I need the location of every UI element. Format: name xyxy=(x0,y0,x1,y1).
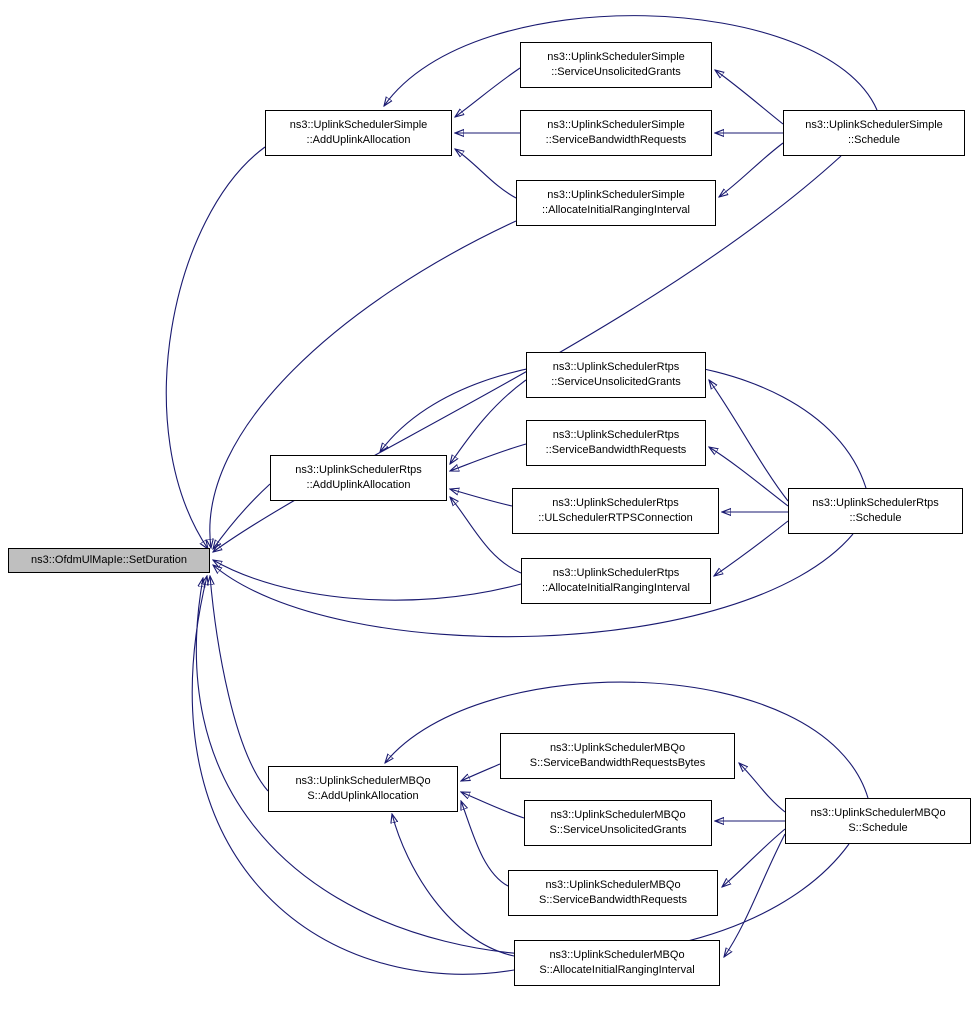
edge-rtps-sched-to-rtps-sug xyxy=(709,380,789,502)
edge-mbqos-add-to-setduration xyxy=(210,576,269,792)
edge-mbqos-sched-to-mbqos-airi xyxy=(724,833,786,957)
node-label: ::AllocateInitialRangingInterval xyxy=(542,204,690,216)
node-label: S::ServiceUnsolicitedGrants xyxy=(549,824,687,836)
node-rtps-schedule[interactable]: ns3::UplinkSchedulerRtps ::Schedule xyxy=(788,488,963,534)
node-label: ::Schedule xyxy=(848,134,900,146)
node-mbqos-allocateinitialranginginterval[interactable]: ns3::UplinkSchedulerMBQo S::AllocateInit… xyxy=(514,940,720,986)
edge-mbqos-sbr-to-mbqos-add xyxy=(461,801,509,887)
edge-simple-sug-to-simple-add xyxy=(455,67,521,117)
node-label: ns3::UplinkSchedulerSimple xyxy=(547,119,685,131)
node-label: S::AllocateInitialRangingInterval xyxy=(539,964,695,976)
node-label: ::Schedule xyxy=(849,512,902,524)
edge-rtps-ulconn-to-rtps-add xyxy=(450,489,513,507)
node-simple-schedule[interactable]: ns3::UplinkSchedulerSimple ::Schedule xyxy=(783,110,965,156)
node-label: S::AddUplinkAllocation xyxy=(307,790,419,802)
node-label: ns3::UplinkSchedulerRtps xyxy=(552,361,680,373)
edge-mbqos-sched-to-setduration xyxy=(195,578,850,957)
edge-rtps-add-to-setduration xyxy=(213,483,271,549)
edge-rtps-sched-to-rtps-sbr xyxy=(709,447,789,507)
node-label: ns3::UplinkSchedulerRtps xyxy=(812,497,939,509)
edge-rtps-sug-to-rtps-add xyxy=(450,379,527,464)
node-label: ::AllocateInitialRangingInterval xyxy=(542,582,690,594)
node-rtps-allocateinitialranginginterval[interactable]: ns3::UplinkSchedulerRtps ::AllocateIniti… xyxy=(521,558,711,604)
edge-simple-add-to-setduration xyxy=(165,146,266,549)
edge-mbqos-sched-to-mbqos-sbrb xyxy=(739,763,786,813)
node-label: ns3::UplinkSchedulerRtps xyxy=(552,429,680,441)
edge-simple-sched-to-simple-add xyxy=(384,15,878,111)
node-label: ns3::UplinkSchedulerMBQo xyxy=(549,949,685,961)
edge-simple-airi-to-setduration xyxy=(210,220,517,548)
edge-mbqos-sched-to-mbqos-add xyxy=(385,681,869,799)
node-label: ns3::UplinkSchedulerMBQo xyxy=(810,807,946,819)
node-mbqos-servicebandwidthrequests[interactable]: ns3::UplinkSchedulerMBQo S::ServiceBandw… xyxy=(508,870,718,916)
edge-simple-sched-to-simple-sug xyxy=(715,70,784,125)
node-label: ns3::UplinkSchedulerSimple xyxy=(547,51,685,63)
node-label: ::ServiceBandwidthRequests xyxy=(545,444,687,456)
node-label: ns3::UplinkSchedulerSimple xyxy=(805,119,943,131)
node-mbqos-adduplinkallocation[interactable]: ns3::UplinkSchedulerMBQo S::AddUplinkAll… xyxy=(268,766,458,812)
edge-simple-airi-to-simple-add xyxy=(455,149,517,199)
edge-rtps-sched-to-setduration xyxy=(213,533,854,638)
node-simple-servicebandwidthrequests[interactable]: ns3::UplinkSchedulerSimple ::ServiceBand… xyxy=(520,110,712,156)
edge-simple-sched-to-simple-airi xyxy=(719,142,784,197)
node-label: S::ServiceBandwidthRequests xyxy=(539,894,687,906)
node-label: ns3::UplinkSchedulerMBQo xyxy=(550,809,686,821)
node-mbqos-serviceunsolicitedgrants[interactable]: ns3::UplinkSchedulerMBQo S::ServiceUnsol… xyxy=(524,800,712,846)
node-label: ::ULSchedulerRTPSConnection xyxy=(538,512,693,524)
node-simple-allocateinitialranginginterval[interactable]: ns3::UplinkSchedulerSimple ::AllocateIni… xyxy=(516,180,716,226)
edge-rtps-sched-to-rtps-airi xyxy=(714,520,789,576)
node-label: ns3::UplinkSchedulerSimple xyxy=(289,119,428,131)
node-label: ::ServiceUnsolicitedGrants xyxy=(551,376,681,388)
node-label: ns3::UplinkSchedulerRtps xyxy=(552,497,679,509)
node-label: ::ServiceBandwidthRequests xyxy=(545,134,687,146)
node-label: ns3::UplinkSchedulerMBQo xyxy=(545,879,681,891)
node-label: ns3::UplinkSchedulerSimple xyxy=(547,189,685,201)
edge-mbqos-sched-to-mbqos-sbr xyxy=(722,828,786,887)
node-label: ns3::UplinkSchedulerMBQo xyxy=(549,742,686,754)
node-mbqos-servicebandwidthrequestsbytes[interactable]: ns3::UplinkSchedulerMBQo S::ServiceBandw… xyxy=(500,733,735,779)
edge-rtps-airi-to-rtps-add xyxy=(450,497,522,574)
node-label: S::ServiceBandwidthRequestsBytes xyxy=(529,757,706,769)
node-label: ns3::UplinkSchedulerMBQo xyxy=(295,775,431,787)
node-label: ns3::UplinkSchedulerRtps xyxy=(552,567,680,579)
edge-mbqos-sug-to-mbqos-add xyxy=(461,792,525,819)
node-label: ns3::UplinkSchedulerRtps xyxy=(295,464,422,476)
node-rtps-servicebandwidthrequests[interactable]: ns3::UplinkSchedulerRtps ::ServiceBandwi… xyxy=(526,420,706,466)
node-mbqos-schedule[interactable]: ns3::UplinkSchedulerMBQo S::Schedule xyxy=(785,798,971,844)
node-label: ::AddUplinkAllocation xyxy=(306,479,411,491)
node-ofdmulmapie-setduration: ns3::OfdmUlMapIe::SetDuration xyxy=(8,548,210,573)
edge-simple-sched-to-setduration xyxy=(213,155,842,552)
node-label: ns3::OfdmUlMapIe::SetDuration xyxy=(31,554,187,566)
edge-rtps-sbr-to-rtps-add xyxy=(450,443,527,471)
node-label: ::AddUplinkAllocation xyxy=(306,134,411,146)
edge-mbqos-sbrb-to-mbqos-add xyxy=(461,763,501,781)
node-simple-serviceunsolicitedgrants[interactable]: ns3::UplinkSchedulerSimple ::ServiceUnso… xyxy=(520,42,712,88)
edge-mbqos-airi-to-setduration xyxy=(191,576,515,975)
node-simple-adduplinkallocation[interactable]: ns3::UplinkSchedulerSimple ::AddUplinkAl… xyxy=(265,110,452,156)
node-label: ::ServiceUnsolicitedGrants xyxy=(551,66,681,78)
edge-mbqos-airi-to-mbqos-add xyxy=(392,814,515,957)
node-rtps-serviceunsolicitedgrants[interactable]: ns3::UplinkSchedulerRtps ::ServiceUnsoli… xyxy=(526,352,706,398)
node-rtps-adduplinkallocation[interactable]: ns3::UplinkSchedulerRtps ::AddUplinkAllo… xyxy=(270,455,447,501)
node-rtps-ulschedulerrtpsconnection[interactable]: ns3::UplinkSchedulerRtps ::ULSchedulerRT… xyxy=(512,488,719,534)
edge-rtps-airi-to-setduration xyxy=(213,560,522,601)
node-label: S::Schedule xyxy=(848,822,908,834)
